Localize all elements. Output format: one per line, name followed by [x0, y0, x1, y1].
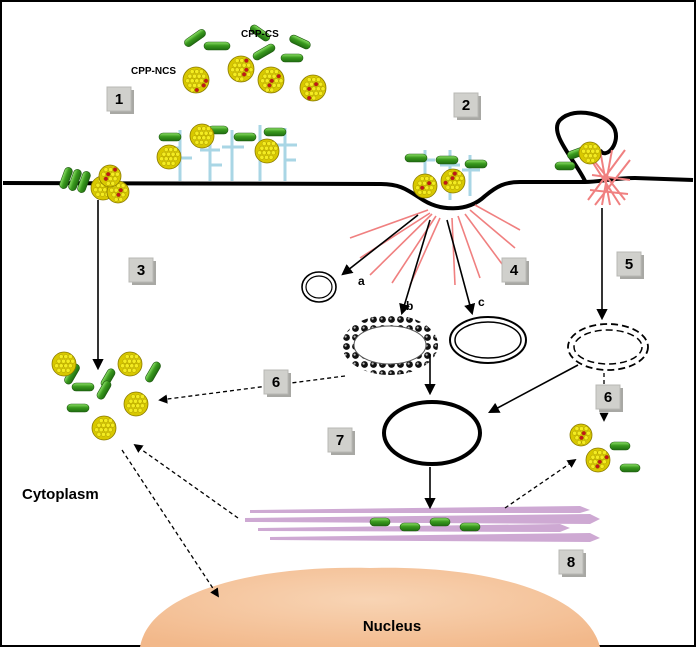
step-badge-7: 7: [327, 427, 355, 455]
pathway-letter-c: c: [478, 295, 485, 309]
cpp-ncs-nanoparticle-icon: [182, 66, 210, 94]
step-badge-6: 6: [595, 384, 623, 412]
cpp-cs-rod-icon: [609, 441, 631, 451]
svg-text:6: 6: [604, 389, 612, 406]
cpp-ncs-nanoparticle-group: [51, 55, 611, 473]
cpp-cs-rod-icon: [369, 517, 391, 527]
cpp-cs-rod-icon: [429, 517, 451, 527]
cpp-ncs-nanoparticle-icon: [412, 173, 438, 199]
cytoplasm-label: Cytoplasm: [22, 486, 99, 503]
step-badge-3: 3: [128, 257, 156, 285]
cpp-cs-rod-icon: [252, 43, 276, 61]
svg-text:3: 3: [137, 262, 145, 279]
cpp-cs-rod-icon: [280, 53, 304, 63]
actin-filament-icon: [349, 204, 521, 286]
membrane-ruffle: [555, 110, 618, 182]
cpp-ncs-nanoparticle-icon: [189, 123, 215, 149]
cpp-ncs-nanoparticle-icon: [257, 66, 285, 94]
svg-text:7: 7: [336, 432, 344, 449]
step-badge-6: 6: [263, 369, 291, 397]
cpp-cs-rod-icon: [203, 41, 231, 51]
cpp-ncs-nanoparticle-icon: [569, 423, 593, 447]
cpp-cs-rod-icon: [459, 522, 481, 532]
cpp-cs-label: CPP-CS: [241, 29, 279, 40]
cpp-ncs-nanoparticle-icon: [98, 164, 122, 188]
step-badge-1: 1: [106, 86, 134, 114]
cpp-cs-rod-icon: [289, 34, 311, 50]
plasma-membrane: [2, 175, 694, 211]
cpp-cs-rod-icon: [145, 361, 161, 383]
svg-text:4: 4: [510, 262, 519, 279]
cpp-ncs-nanoparticle-icon: [254, 138, 280, 164]
step-badge-5: 5: [616, 251, 644, 279]
step-badge-2: 2: [453, 92, 481, 120]
cpp-ncs-nanoparticle-icon: [227, 55, 255, 83]
cpp-ncs-nanoparticle-icon: [299, 74, 327, 102]
svg-text:5: 5: [625, 256, 633, 273]
svg-text:6: 6: [272, 374, 280, 391]
cpp-ncs-nanoparticle-icon: [156, 144, 182, 170]
endocytic-vesicle-a: [301, 271, 337, 303]
pathway-letter-a: a: [358, 274, 365, 288]
dashed-arrows: [121, 373, 609, 598]
step-badge-8: 8: [558, 549, 586, 577]
cpp-cs-rod-icon: [554, 161, 576, 171]
cpp-cs-rod-icon: [233, 132, 257, 142]
caveosome: [449, 316, 527, 364]
cpp-ncs-nanoparticle-icon: [91, 415, 117, 441]
nucleus: [140, 567, 600, 647]
cpp-cs-rod-icon: [435, 155, 459, 165]
cpp-cs-rod-icon: [464, 159, 488, 169]
cpp-cs-rod-icon: [249, 24, 271, 42]
cpp-cs-rod-icon: [399, 522, 421, 532]
cpp-ncs-nanoparticle-icon: [51, 351, 77, 377]
cpp-cs-rod-icon: [66, 403, 90, 413]
cpp-ncs-label: CPP-NCS: [131, 66, 176, 77]
cpp-ncs-nanoparticle-icon: [585, 447, 611, 473]
cpp-ncs-nanoparticle-icon: [578, 141, 602, 165]
nucleus-label: Nucleus: [363, 618, 421, 635]
cpp-ncs-nanoparticle-icon: [117, 351, 143, 377]
svg-text:8: 8: [567, 554, 575, 571]
macropinosome: [567, 323, 649, 371]
cpp-cs-rod-icon: [263, 127, 287, 137]
svg-text:2: 2: [462, 97, 470, 114]
svg-text:1: 1: [115, 91, 123, 108]
cpp-cs-rod-icon: [158, 132, 182, 142]
cpp-cs-rod-icon: [96, 380, 112, 400]
cpp-cs-rod-icon: [71, 382, 95, 392]
pathway-letter-b: b: [406, 299, 413, 313]
clathrin-coated-vesicle: [342, 315, 438, 375]
cpp-cs-rod-icon: [404, 153, 428, 163]
step-badge-4: 4: [501, 257, 529, 285]
cpp-cs-rod-icon: [619, 463, 641, 473]
cpp-ncs-nanoparticle-icon: [123, 391, 149, 417]
cpp-ncs-nanoparticle-icon: [440, 168, 466, 194]
cpp-cs-rod-icon: [77, 171, 91, 193]
step-badges: 1 2 3 4 5 6 6 7 8: [106, 86, 644, 577]
cpp-cs-rod-icon: [184, 29, 206, 47]
cpp-cs-rod-icon: [68, 169, 82, 191]
cpp-cs-rod-icon: [59, 167, 73, 189]
solid-arrows: [92, 200, 608, 510]
endosome: [382, 400, 482, 466]
